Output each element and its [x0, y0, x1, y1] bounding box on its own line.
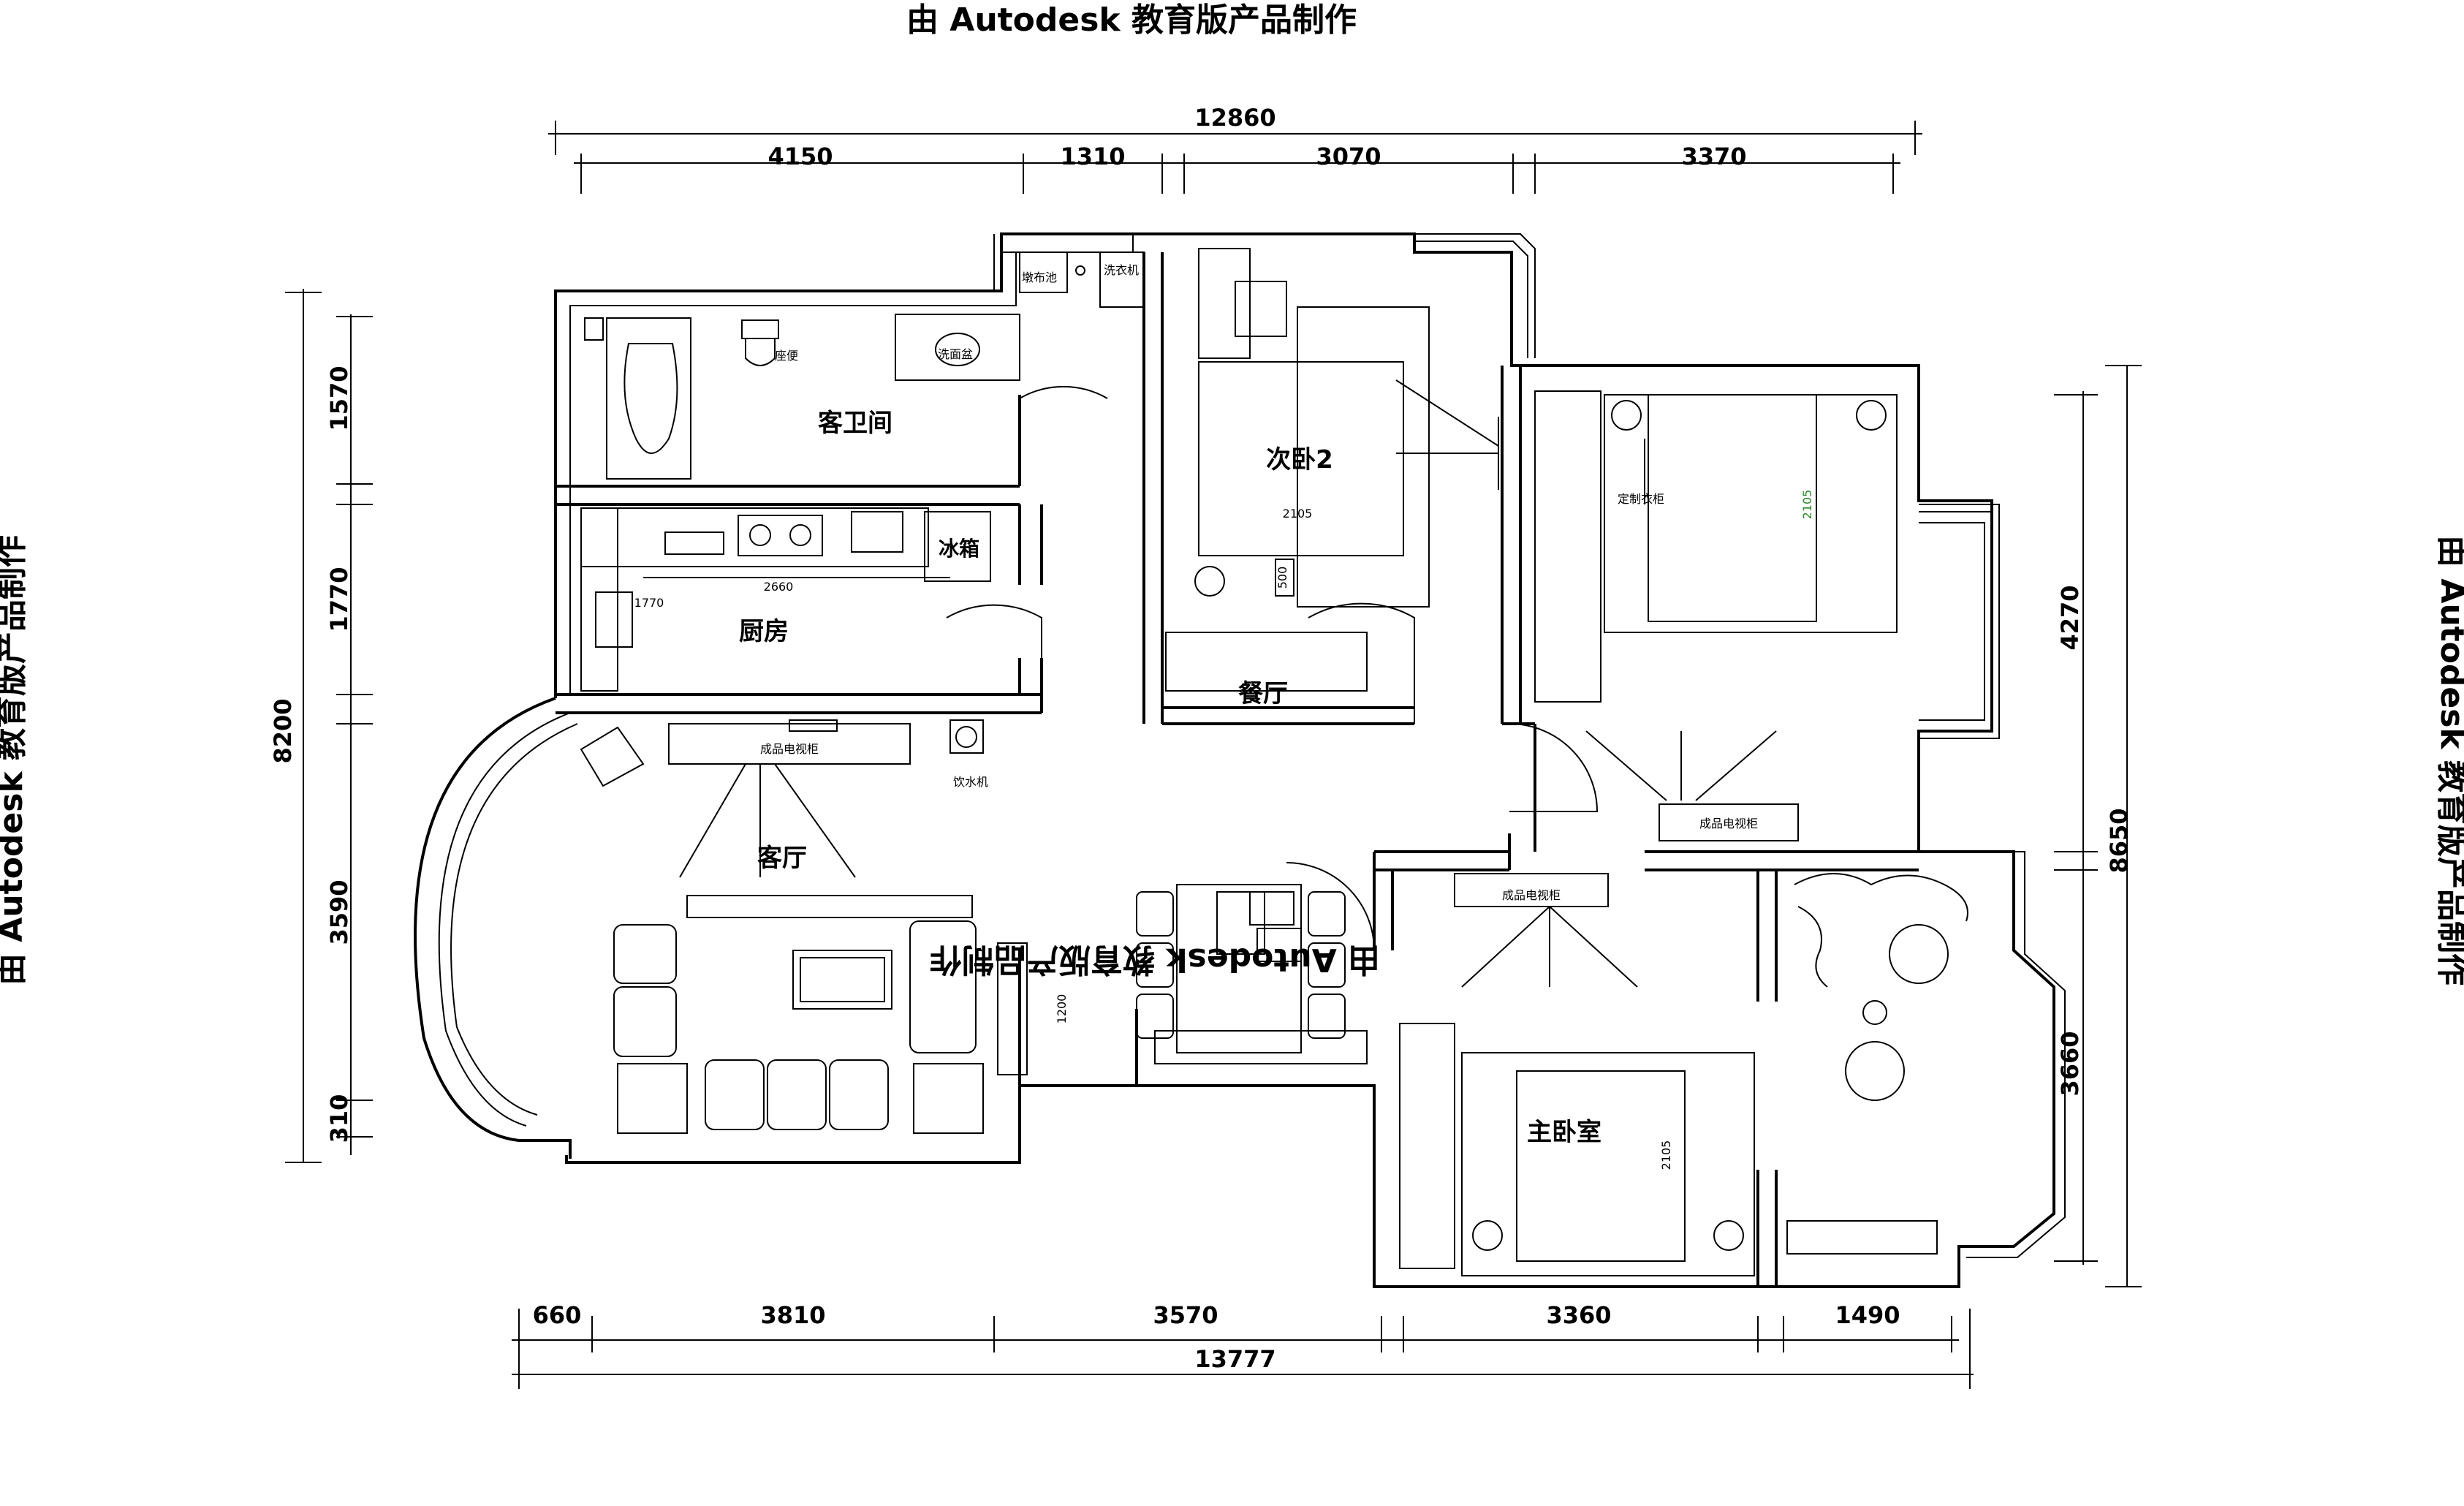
living-furniture: [580, 719, 1028, 1134]
label-master-bed-dim: 2105: [1659, 1140, 1673, 1170]
label-kitchen-counter-dim: 2660: [764, 580, 794, 594]
label-water-dispenser: 饮水机: [953, 775, 988, 789]
dim-right-total: 8650: [2105, 808, 2133, 873]
dining-furniture: [1136, 884, 1368, 1064]
dim-bottom-seg4: 3360: [1546, 1301, 1611, 1329]
bedroom2-furniture: [1165, 248, 1499, 692]
label-cabinet-dim: 1200: [1055, 994, 1069, 1024]
dim-top-total: 12860: [1194, 104, 1275, 132]
watermark-left: 由 Autodesk 教育版产品制作: [0, 535, 30, 985]
right-dimension-lines: [2054, 365, 2142, 1287]
right-bedroom-furniture: [1534, 390, 1898, 841]
label-right-bed-dim: 2105: [1800, 490, 1814, 520]
dim-right-seg2: 3660: [2056, 1031, 2084, 1096]
label-kitchen-depth-dim: 1770: [634, 596, 664, 610]
room-bedroom2: 次卧2: [1266, 445, 1333, 474]
dim-top-seg2: 1310: [1060, 143, 1125, 170]
room-dining: 餐厅: [1238, 679, 1288, 708]
dim-left-seg1: 1570: [325, 366, 353, 431]
living-bay-window: [414, 697, 578, 1142]
dim-left-total: 8200: [269, 698, 297, 763]
label-washer: 洗衣机: [1104, 263, 1139, 277]
label-basin: 洗面盆: [938, 347, 973, 361]
watermark-bottom: 由 Autodesk 教育版产品制作: [930, 941, 1380, 978]
label-fridge: 冰箱: [939, 537, 979, 561]
dim-bottom-seg2: 3810: [760, 1301, 825, 1329]
bottom-dimension-lines: [512, 1309, 1974, 1389]
label-tv-cabinet-right: 成品电视柜: [1699, 817, 1758, 830]
dim-bottom-seg1: 660: [533, 1301, 582, 1329]
dim-right-seg1: 4270: [2056, 585, 2084, 650]
room-kitchen: 厨房: [739, 617, 789, 646]
room-guest-bath: 客卫间: [818, 409, 892, 438]
window-frames: [993, 233, 2066, 1258]
dim-left-seg4: 310: [325, 1094, 353, 1143]
left-dimension-lines: [285, 289, 373, 1163]
dim-left-seg2: 1770: [325, 567, 353, 632]
dim-left-seg3: 3590: [325, 879, 353, 945]
room-living: 客厅: [757, 844, 807, 873]
label-bed2-gap: 500: [1275, 567, 1289, 589]
kitchen-fixtures: [580, 507, 991, 692]
watermark-top: 由 Autodesk 教育版产品制作: [906, 1, 1357, 39]
room-master: 主卧室: [1527, 1118, 1601, 1147]
label-custom-wardrobe: 定制衣柜: [1618, 492, 1664, 506]
balcony-furniture: [1786, 873, 1968, 1255]
master-bedroom-furniture: [1399, 873, 1755, 1276]
dim-top-seg1: 4150: [767, 143, 833, 170]
dim-bottom-seg3: 3570: [1153, 1301, 1218, 1329]
watermark-right: 由 Autodesk 教育版产品制作: [2433, 535, 2464, 985]
dim-bottom-total: 13777: [1194, 1345, 1275, 1373]
label-tv-cabinet-living: 成品电视柜: [760, 742, 819, 756]
door-swings: [946, 385, 1599, 951]
label-bed2-width: 2105: [1283, 507, 1313, 521]
label-tv-cabinet-master: 成品电视柜: [1502, 888, 1561, 902]
label-toilet: 座便: [775, 349, 798, 363]
interior-walls: [556, 252, 1919, 1287]
dim-top-seg3: 3070: [1316, 143, 1381, 170]
top-dimension-lines: [548, 121, 1922, 194]
dim-top-seg4: 3370: [1681, 143, 1746, 170]
dim-bottom-seg5: 1490: [1835, 1301, 1900, 1329]
bathroom-fixtures: [584, 251, 1145, 480]
label-mop-sink: 墩布池: [1022, 270, 1057, 284]
